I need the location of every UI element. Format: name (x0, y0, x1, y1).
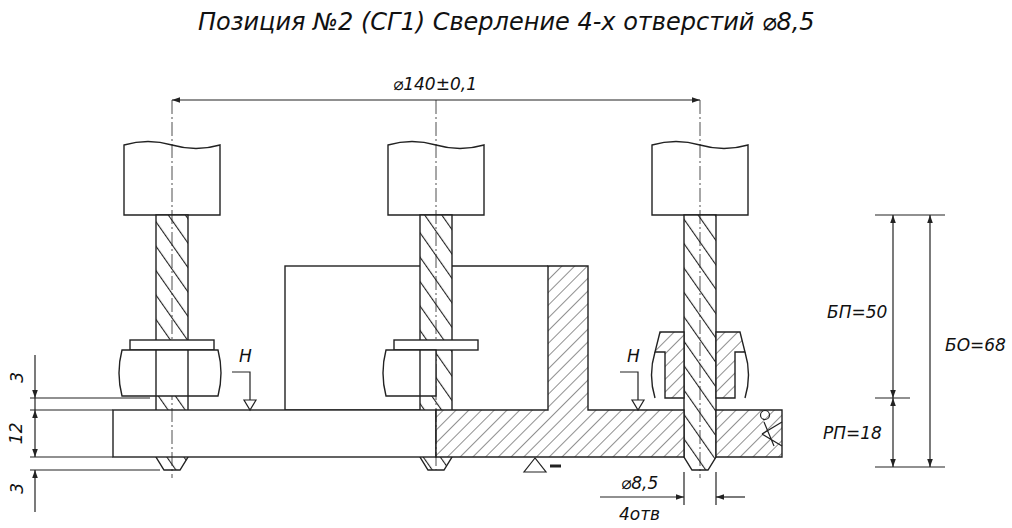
dimension-value: БП=50 (825, 303, 889, 322)
diameter-dimension: ⌀8,5 (619, 474, 660, 493)
dimension-value: 3 (8, 370, 27, 385)
datum-symbols (232, 372, 782, 472)
jig-bushings (119, 332, 749, 398)
dimension-value: БО=68 (943, 336, 1008, 355)
hole-count: 4отв (617, 505, 662, 524)
dimension-value: РП=18 (821, 424, 884, 443)
datum-letter: H (625, 347, 642, 366)
workpiece-flange (285, 266, 548, 410)
drawing-title: Позиция №2 (СГ1) Сверление 4-х отверстий… (196, 9, 817, 35)
dimension-value: 12 (7, 421, 26, 447)
datum-letter: H (237, 347, 254, 366)
diameter-dimension: ⌀140±0,1 (391, 75, 479, 94)
workpiece-base (113, 100, 782, 478)
dimension-value: 3 (8, 481, 27, 496)
dimension-lines (30, 100, 945, 512)
